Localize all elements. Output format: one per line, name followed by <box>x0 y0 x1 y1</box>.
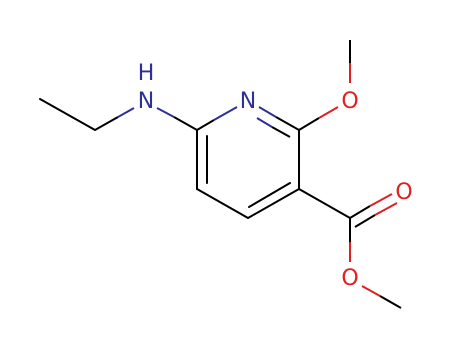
amine-n-ring-bond-carbon-half <box>173 116 198 131</box>
ring-n1-c2-bond-nitrogen-half <box>258 106 277 118</box>
amine-n-label: N <box>138 89 154 114</box>
ring-c3-c4-bond <box>247 188 300 219</box>
methoxy-o-label: O <box>341 89 358 114</box>
ring-c6-n1-bond-nitrogen-half <box>213 106 238 121</box>
ring-c3-c4-inner-bond <box>248 182 291 208</box>
ester-c3-carbonyl-c-bond <box>298 188 351 219</box>
amine-n-ring-bond-nitrogen-half <box>156 107 175 118</box>
ring-c6-n1-bond-carbon-half <box>196 119 215 131</box>
ring-n1-c2-inner-bond-nitrogen-half <box>256 117 273 128</box>
carbonyl-double-bond-b-oxygen-half <box>374 202 398 216</box>
carbonyl-double-bond-b-carbon-half <box>354 214 376 228</box>
amine-h-label: H <box>138 61 155 86</box>
carbonyl-double-bond-a-carbon-half <box>349 205 371 219</box>
ethyl-ch3-ch2-bond <box>39 98 96 131</box>
ring-n1-c2-bond-carbon-half <box>275 116 300 131</box>
carbonyl-o-label: O <box>395 180 412 205</box>
ethyl-ch2-n-bond-carbon-half <box>94 116 119 131</box>
ring-n1-c2-inner-bond-carbon-half <box>271 126 291 138</box>
ring-c4-c5-bond <box>196 188 249 219</box>
ring-n-label: N <box>240 89 256 114</box>
carbonyl-double-bond-a-oxygen-half <box>369 193 393 207</box>
ethyl-ch2-n-bond-nitrogen-half <box>117 107 135 118</box>
methoxy-c2-o-bond-carbon-half <box>298 117 320 131</box>
ester-o-ch3-bond-oxygen-half <box>361 285 381 297</box>
methoxy-c2-o-bond-oxygen-half <box>318 106 339 119</box>
ester-o-ch3-bond-carbon-half <box>379 295 402 309</box>
ester-o-label: O <box>341 266 358 291</box>
